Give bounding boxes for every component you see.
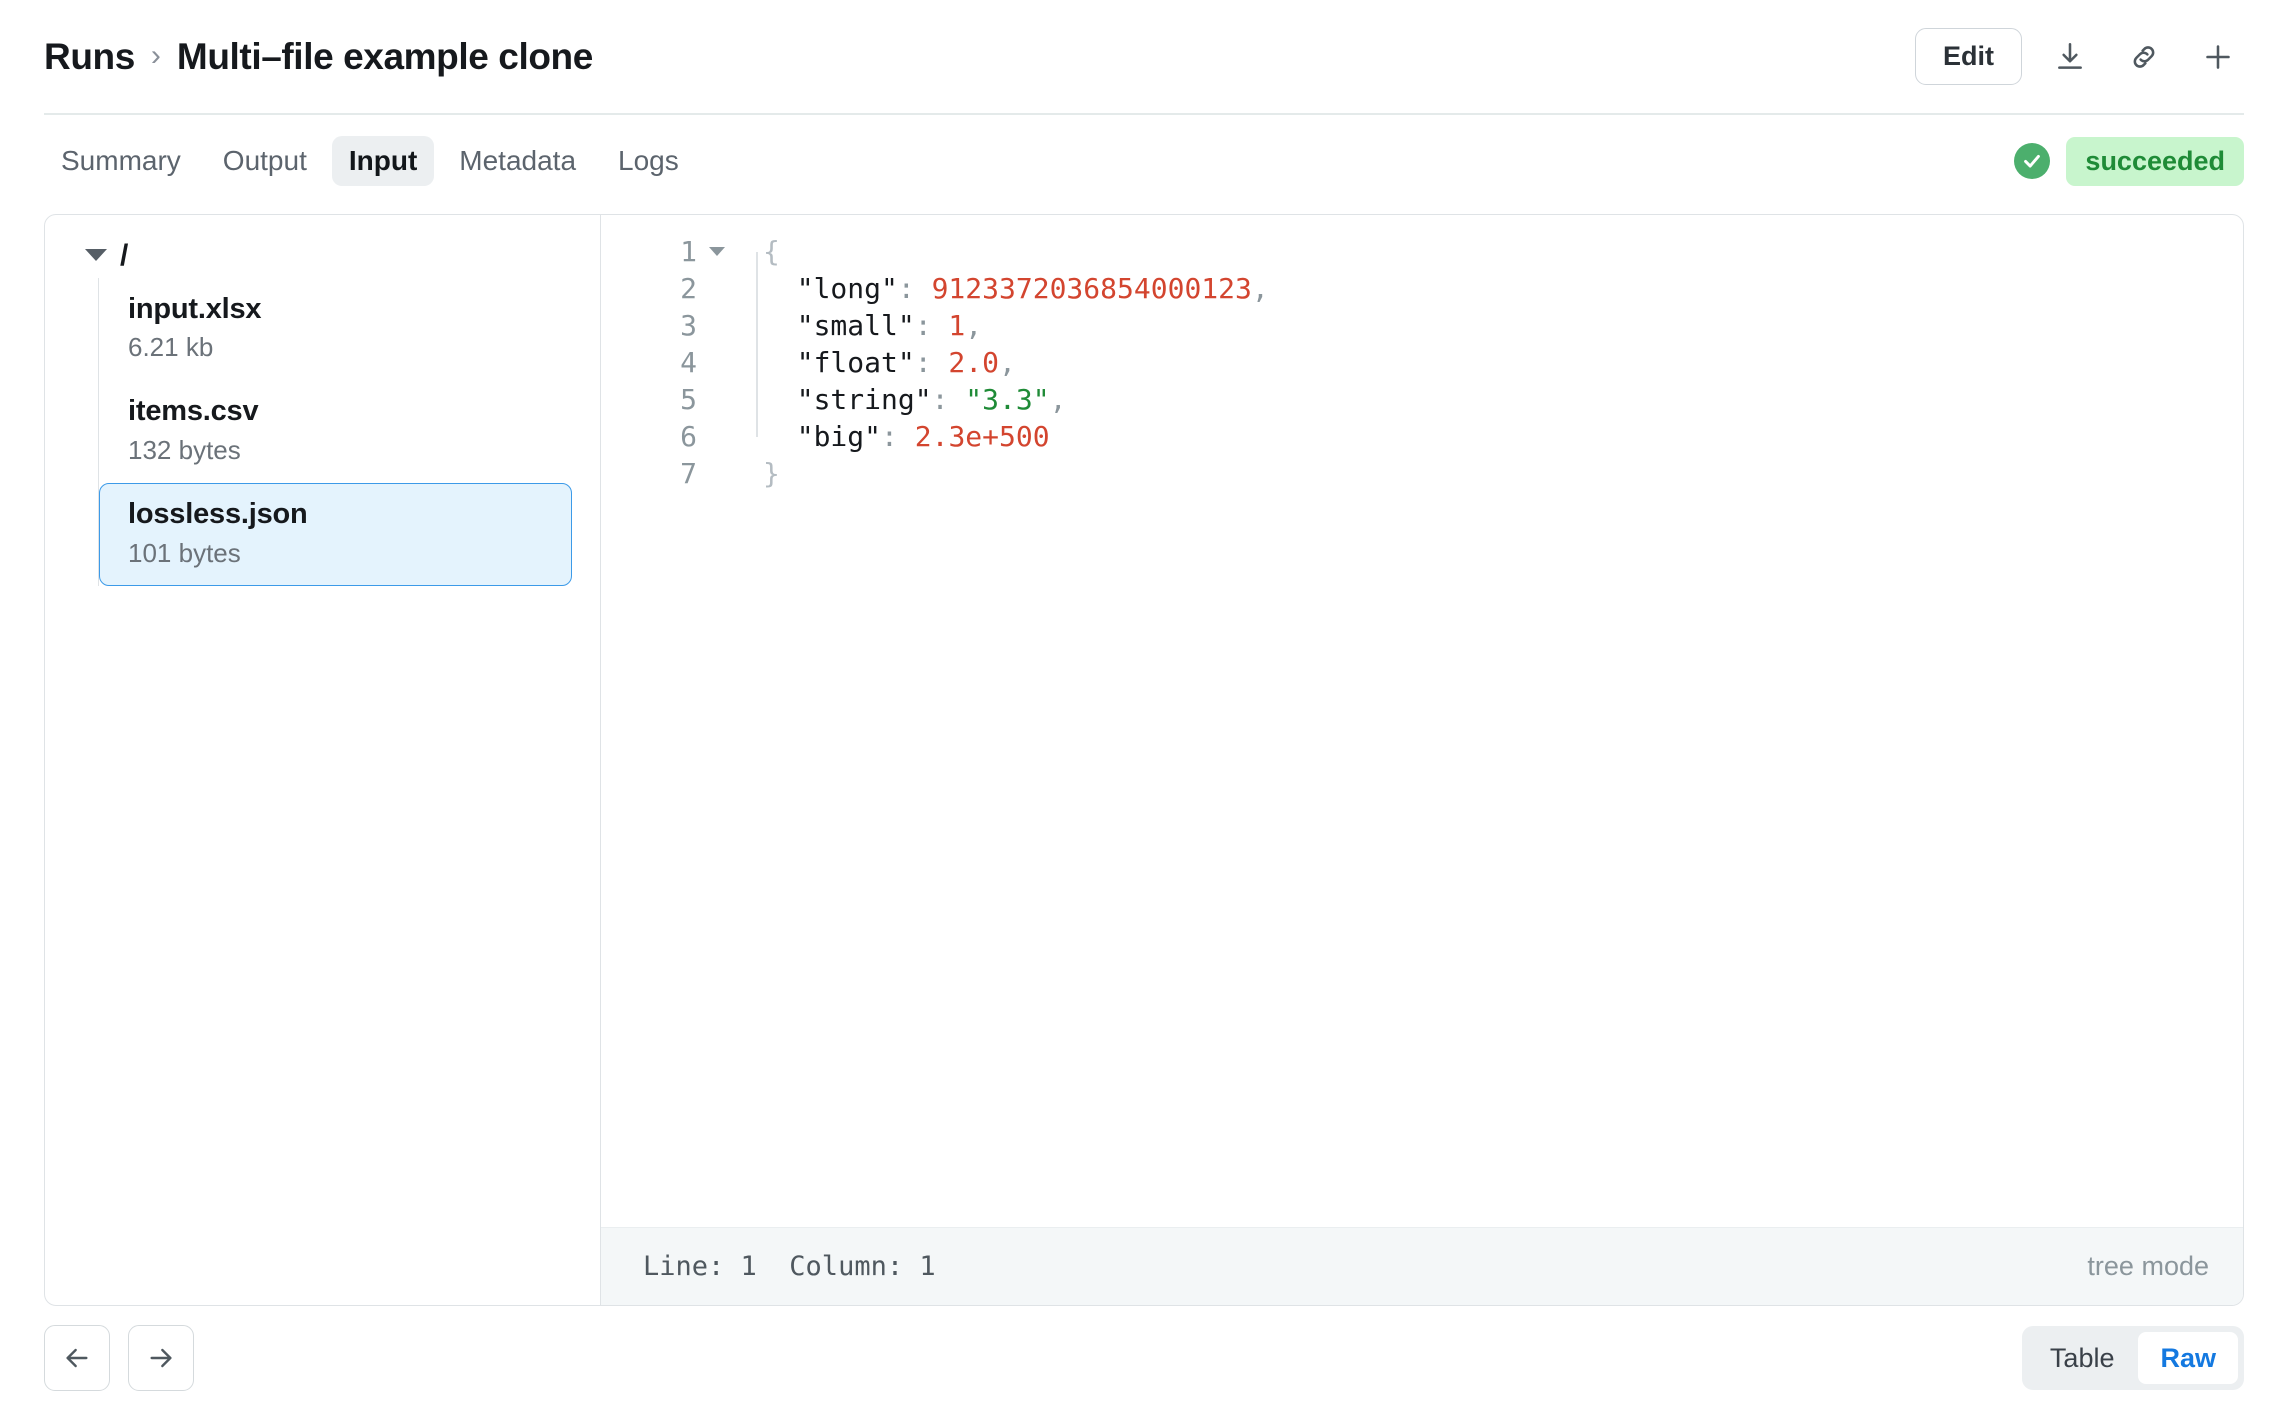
code-text: "small": 1, [763, 308, 983, 342]
tab-input[interactable]: Input [331, 136, 435, 187]
file-name: items.csv [128, 395, 259, 428]
file-name: input.xlsx [128, 292, 262, 325]
code-line: 7} [601, 455, 2243, 492]
code-line: 2 "long": 9123372036854000123, [601, 270, 2243, 307]
footer-bar: Table Raw [44, 1306, 2244, 1411]
line-number: 4 [680, 345, 697, 379]
tab-output[interactable]: Output [222, 145, 307, 176]
file-tree-root-label: / [120, 238, 129, 272]
line-number: 7 [680, 456, 697, 490]
breadcrumb-separator-icon: › [150, 38, 161, 72]
file-tree-root[interactable]: / [45, 239, 600, 278]
page-header: Runs › Multi–file example clone Edit [0, 0, 2288, 113]
file-item-input-xlsx[interactable]: input.xlsx 6.21 kb [99, 278, 572, 381]
check-circle-icon [2014, 143, 2051, 180]
file-item-lossless-json[interactable]: lossless.json 101 bytes [99, 483, 572, 586]
code-text: } [763, 456, 780, 490]
file-tree-children: input.xlsx 6.21 kb items.csv 132 bytes l… [98, 277, 600, 586]
breadcrumb-runs-link[interactable]: Runs [44, 35, 135, 77]
fold-spacer [697, 381, 737, 418]
editor-status-bar: Line: 1 Column: 1 tree mode [601, 1226, 2243, 1305]
content-panel: / input.xlsx 6.21 kb items.csv 132 bytes… [44, 213, 2244, 1306]
view-mode-table[interactable]: Table [2049, 1342, 2115, 1373]
fold-spacer [697, 455, 737, 492]
code-text: "big": 2.3e+500 [763, 419, 1050, 453]
code-text: "long": 9123372036854000123, [763, 271, 1269, 305]
breadcrumb: Runs › Multi–file example clone [44, 36, 1915, 78]
chevron-down-icon[interactable] [85, 249, 107, 262]
edit-button[interactable]: Edit [1915, 27, 2022, 86]
code-line: 1{ [601, 233, 2243, 270]
cursor-position: Line: 1 Column: 1 [643, 1250, 936, 1282]
line-number: 5 [680, 382, 697, 416]
page-title: Multi–file example clone [176, 35, 593, 77]
line-number: 2 [680, 271, 697, 305]
code-lines: 1{2 "long": 9123372036854000123,3 "small… [601, 233, 2243, 492]
file-tree-sidebar: / input.xlsx 6.21 kb items.csv 132 bytes… [45, 214, 601, 1305]
fold-spacer [697, 270, 737, 307]
file-size: 101 bytes [128, 537, 241, 568]
tab-logs[interactable]: Logs [618, 145, 679, 176]
json-editor: 1{2 "long": 9123372036854000123,3 "small… [601, 215, 2243, 1305]
editor-mode-label[interactable]: tree mode [2087, 1250, 2209, 1281]
view-mode-raw[interactable]: Raw [2138, 1331, 2238, 1385]
file-size: 132 bytes [128, 435, 241, 466]
run-status: succeeded [2014, 136, 2244, 186]
tab-list: Summary Output Input Metadata Logs [44, 136, 2014, 187]
download-icon[interactable] [2044, 31, 2096, 83]
header-actions: Edit [1915, 27, 2244, 86]
indent-guide [756, 251, 758, 437]
code-text: "float": 2.0, [763, 345, 1016, 379]
code-line: 5 "string": "3.3", [601, 381, 2243, 418]
link-icon[interactable] [2118, 31, 2170, 83]
line-number: 1 [680, 234, 697, 268]
file-item-items-csv[interactable]: items.csv 132 bytes [99, 380, 572, 483]
fold-spacer [697, 307, 737, 344]
view-mode-toggle: Table Raw [2021, 1325, 2244, 1391]
pagination-controls [44, 1325, 2022, 1392]
fold-spacer [697, 344, 737, 381]
code-text: { [763, 234, 780, 268]
file-size: 6.21 kb [128, 332, 214, 363]
code-line: 3 "small": 1, [601, 307, 2243, 344]
file-name: lossless.json [128, 498, 308, 531]
fold-spacer [697, 418, 737, 455]
line-number: 6 [680, 419, 697, 453]
code-text: "string": "3.3", [763, 382, 1067, 416]
tab-metadata[interactable]: Metadata [459, 145, 577, 176]
code-viewport[interactable]: 1{2 "long": 9123372036854000123,3 "small… [601, 215, 2243, 1227]
status-badge: succeeded [2066, 136, 2244, 186]
tab-summary[interactable]: Summary [61, 145, 181, 176]
plus-icon[interactable] [2192, 31, 2244, 83]
fold-toggle-icon[interactable] [697, 233, 737, 270]
header-divider [44, 113, 2244, 115]
arrow-right-icon[interactable] [128, 1325, 194, 1392]
line-number: 3 [680, 308, 697, 342]
tab-bar: Summary Output Input Metadata Logs succe… [0, 115, 2288, 208]
code-line: 4 "float": 2.0, [601, 344, 2243, 381]
arrow-left-icon[interactable] [44, 1325, 110, 1392]
code-line: 6 "big": 2.3e+500 [601, 418, 2243, 455]
